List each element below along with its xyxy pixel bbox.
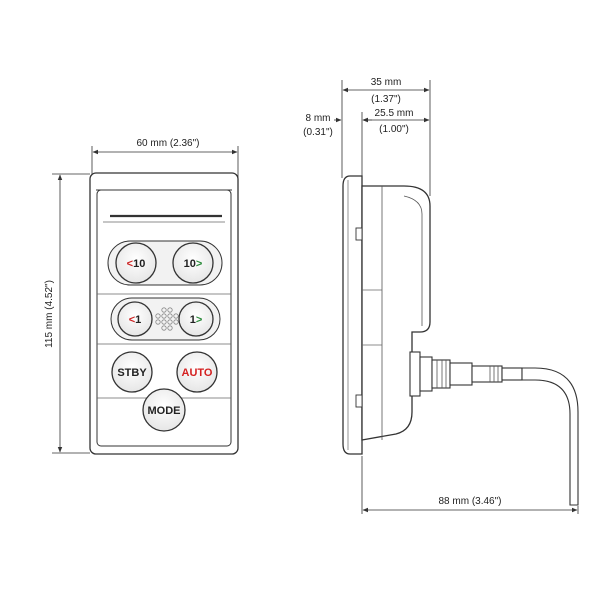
- grille-dot: [167, 325, 173, 331]
- body-depth-label-inches: (1.00"): [379, 124, 409, 135]
- stbd-10-label: 10: [184, 258, 196, 270]
- bezel-thickness-label: 8 mm: [306, 113, 331, 124]
- stbd-arrow-icon: >: [196, 258, 202, 270]
- stbd-1-button[interactable]: 1>: [178, 301, 214, 337]
- cable-connector: [409, 351, 523, 397]
- clip-top: [355, 227, 363, 241]
- speaker-grille-icon: [155, 307, 179, 331]
- total-depth-label: 35 mm: [371, 77, 402, 88]
- port-1-label: 1: [135, 314, 141, 326]
- svg-text:<10: <10: [127, 258, 146, 270]
- grille-dot: [167, 313, 173, 319]
- port-arrow-icon: <: [129, 314, 135, 326]
- stbd-arrow-icon: >: [196, 314, 202, 326]
- port-10-button[interactable]: <10: [115, 242, 157, 284]
- grille-dot: [167, 307, 173, 313]
- grille-dot: [161, 319, 167, 325]
- height-dimension-label: 115 mm (4.52"): [44, 280, 55, 348]
- port-arrow-icon: <: [127, 258, 133, 270]
- grille-dot: [173, 313, 179, 319]
- body-depth-label: 25.5 mm: [375, 108, 414, 119]
- grille-dot: [155, 313, 161, 319]
- svg-text:10>: 10>: [184, 258, 203, 270]
- svg-text:<1: <1: [129, 314, 142, 326]
- front-view: 60 mm (2.36") 115 mm (4.52") <10 10>: [44, 138, 239, 455]
- cable: [521, 367, 579, 506]
- standby-label: STBY: [117, 367, 147, 379]
- clip-bottom: [355, 394, 363, 408]
- port-10-label: 10: [133, 258, 145, 270]
- total-depth-label-inches: (1.37"): [371, 94, 401, 105]
- reach-dimension-label: 88 mm (3.46"): [438, 496, 501, 507]
- bezel-thickness-label-inches: (0.31"): [303, 127, 333, 138]
- grille-dot: [173, 319, 179, 325]
- grille-dot: [161, 313, 167, 319]
- mode-label: MODE: [148, 405, 181, 417]
- body-step-line: [403, 195, 423, 326]
- grille-dot: [155, 319, 161, 325]
- grille-dot: [161, 325, 167, 331]
- stbd-1-label: 1: [190, 314, 196, 326]
- auto-label: AUTO: [182, 367, 213, 379]
- port-1-button[interactable]: <1: [117, 301, 153, 337]
- svg-text:1>: 1>: [190, 314, 203, 326]
- width-dimension-label: 60 mm (2.36"): [136, 138, 199, 149]
- grille-dot: [161, 307, 167, 313]
- mode-button[interactable]: MODE: [142, 388, 186, 432]
- side-body: [361, 185, 431, 441]
- grille-dot: [167, 319, 173, 325]
- standby-button[interactable]: STBY: [111, 351, 153, 393]
- side-bezel: [342, 175, 363, 455]
- side-view: 35 mm (1.37") 25.5 mm (1.00") 8 mm (0.31…: [303, 77, 579, 514]
- stbd-10-button[interactable]: 10>: [172, 242, 214, 284]
- auto-button[interactable]: AUTO: [176, 351, 218, 393]
